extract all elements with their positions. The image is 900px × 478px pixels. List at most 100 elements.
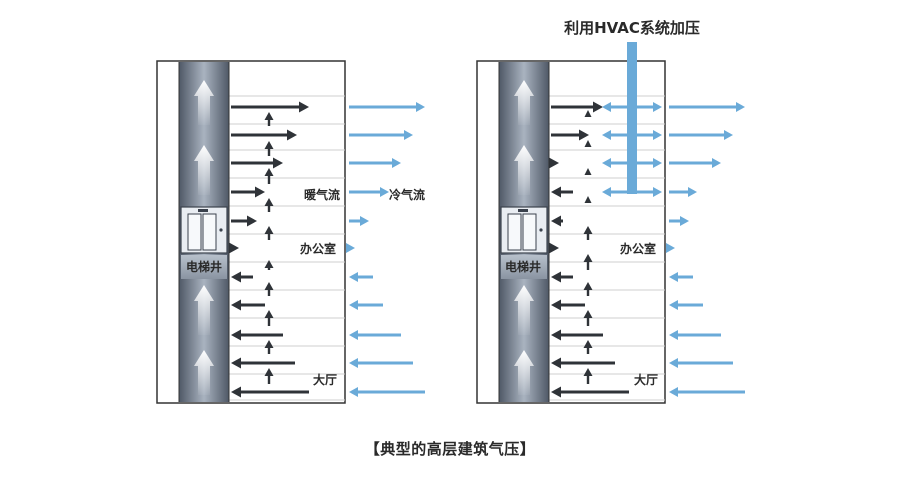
interior-up-arrow-head — [264, 310, 274, 318]
interior-up-arrow-head — [583, 310, 593, 318]
interior-small-arrow — [584, 110, 592, 117]
cold-arrow-in-head — [669, 300, 678, 310]
interior-up-arrow-head — [264, 112, 274, 120]
hvac-arrow-right-head — [653, 102, 662, 112]
interior-up-arrow-head — [583, 340, 593, 348]
elevator-door-right — [202, 213, 217, 251]
warm-arrow-out-head — [579, 129, 589, 141]
warm-arrow-out-head — [229, 242, 239, 254]
warm-arrow-in-head — [231, 271, 241, 283]
interior-up-arrow-head — [264, 260, 274, 268]
warm-arrow-out-head — [549, 157, 559, 169]
hvac-arrow-right-head — [653, 187, 662, 197]
shaft-up-arrow — [514, 285, 534, 335]
elevator-button — [219, 228, 223, 232]
warm-arrow-out-head — [549, 242, 559, 254]
cold-flow-label: 冷气流 — [389, 187, 425, 202]
cold-arrow-in-head — [349, 272, 358, 282]
interior-up-arrow-head — [264, 141, 274, 149]
hvac-arrow-left-head — [602, 158, 611, 168]
hvac-arrow-right-head — [653, 158, 662, 168]
building-diagram-left — [156, 60, 425, 404]
interior-up-arrow-head — [264, 168, 274, 176]
shaft-label-right: 电梯井 — [505, 259, 541, 274]
cold-arrow-out-head — [736, 102, 745, 112]
cold-arrow-in-head — [669, 272, 678, 282]
shaft-up-arrow — [514, 80, 534, 125]
interior-small-arrow — [584, 196, 592, 203]
lobby-label-left: 大厅 — [313, 372, 337, 387]
warm-arrow-in-head — [231, 329, 241, 341]
cold-arrow-out-head — [688, 187, 697, 197]
cold-arrow-in-head — [669, 358, 678, 368]
interior-up-arrow-head — [264, 282, 274, 290]
warm-arrow-in-head — [551, 329, 561, 341]
interior-up-arrow-head — [264, 340, 274, 348]
hvac-duct — [627, 42, 637, 194]
shaft-up-arrow — [514, 350, 534, 395]
cold-arrow-in-head — [669, 330, 678, 340]
office-label-right: 办公室 — [620, 241, 656, 256]
figure-caption: 【典型的高层建筑气压】 — [364, 440, 536, 458]
warm-arrow-in-head — [551, 186, 561, 198]
cold-arrow-out-head — [712, 158, 721, 168]
cold-arrow-out-head — [360, 216, 369, 226]
warm-arrow-in-head — [551, 357, 561, 369]
interior-up-arrow-head — [264, 368, 274, 376]
cold-arrow-out-head — [404, 130, 413, 140]
elevator-indicator — [198, 209, 208, 212]
shaft-up-arrow — [194, 285, 214, 335]
interior-small-arrow — [584, 140, 592, 147]
warm-arrow-out-head — [287, 129, 297, 141]
interior-up-arrow-head — [583, 226, 593, 234]
warm-arrow-in-head — [231, 357, 241, 369]
cold-arrow-out-head — [724, 130, 733, 140]
cold-arrow-in-head — [349, 300, 358, 310]
elevator-button — [539, 228, 543, 232]
elevator-door-left — [507, 213, 522, 251]
shaft-up-arrow — [194, 350, 214, 395]
cold-arrow-out-head — [392, 158, 401, 168]
hvac-arrow-right-head — [653, 130, 662, 140]
warm-arrow-in-head — [551, 271, 561, 283]
hvac-title: 利用HVAC系统加压 — [564, 19, 700, 37]
office-label-left: 办公室 — [300, 241, 336, 256]
cold-arrow-in-head — [349, 330, 358, 340]
shaft-label-left: 电梯井 — [186, 259, 222, 274]
interior-up-arrow-head — [583, 368, 593, 376]
elevator-door-right — [522, 213, 537, 251]
warm-arrow-in-head — [551, 386, 561, 398]
interior-up-arrow-head — [583, 282, 593, 290]
warm-arrow-in-head — [231, 386, 241, 398]
cold-arrow-out-head — [346, 243, 355, 253]
warm-flow-label: 暖气流 — [304, 187, 340, 202]
elevator-indicator — [518, 209, 528, 212]
hvac-arrow-left-head — [602, 187, 611, 197]
shaft-label-band — [501, 255, 547, 279]
warm-arrow-out-head — [255, 186, 265, 198]
hvac-arrow-left-head — [602, 130, 611, 140]
cold-arrow-out-head — [680, 216, 689, 226]
cold-arrow-out-head — [380, 187, 389, 197]
interior-up-arrow-head — [264, 198, 274, 206]
cold-arrow-out-head — [416, 102, 425, 112]
shaft-up-arrow — [194, 80, 214, 125]
interior-small-arrow — [584, 168, 592, 175]
warm-arrow-out-head — [247, 215, 257, 227]
warm-arrow-out-head — [273, 157, 283, 169]
hvac-arrow-left-head — [602, 102, 611, 112]
lobby-label-right: 大厅 — [634, 372, 658, 387]
shaft-up-arrow — [514, 145, 534, 195]
warm-arrow-in-head — [231, 299, 241, 311]
building-diagram-right — [476, 42, 745, 404]
cold-arrow-in-head — [669, 387, 678, 397]
elevator-door-left — [187, 213, 202, 251]
shaft-label-band — [181, 255, 227, 279]
cold-arrow-in-head — [349, 387, 358, 397]
shaft-up-arrow — [194, 145, 214, 195]
interior-up-arrow-head — [264, 226, 274, 234]
warm-arrow-in-head — [551, 215, 561, 227]
warm-arrow-in-head — [551, 299, 561, 311]
cold-arrow-in-head — [349, 358, 358, 368]
